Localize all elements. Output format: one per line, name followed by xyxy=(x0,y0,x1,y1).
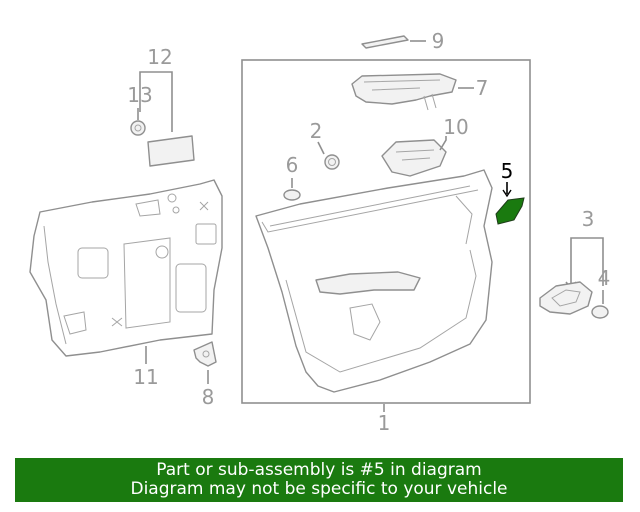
callout-13: 13 xyxy=(127,83,152,107)
callout-2: 2 xyxy=(310,119,323,143)
part-2-clip xyxy=(317,141,340,170)
part-4-cap xyxy=(591,290,609,319)
part-10-window-switch xyxy=(381,136,447,177)
part-3-inside-handle xyxy=(539,237,604,315)
banner-line-2: Diagram may not be specific to your vehi… xyxy=(130,479,508,499)
callout-6: 6 xyxy=(286,153,299,177)
parts-diagram: 1 2 3 4 5 6 7 8 9 10 11 12 13 xyxy=(29,29,611,435)
part-5-trim-insert xyxy=(495,182,525,225)
callout-5: 5 xyxy=(501,159,514,183)
part-5-highlight xyxy=(495,197,525,225)
part-6-plug xyxy=(283,178,301,201)
callout-3: 3 xyxy=(582,207,595,231)
part-12-pad xyxy=(139,71,195,167)
part-9-trim-strip xyxy=(361,35,426,49)
part-8-bracket xyxy=(193,341,217,384)
callout-7: 7 xyxy=(476,76,489,100)
callout-9: 9 xyxy=(432,29,445,53)
part-7-switch-bezel xyxy=(351,73,474,111)
part-1-door-trim-panel xyxy=(255,169,493,393)
part-11-water-deflector xyxy=(29,179,223,364)
callout-11: 11 xyxy=(133,365,158,389)
callout-10: 10 xyxy=(443,115,468,139)
callout-8: 8 xyxy=(202,385,215,409)
callout-1: 1 xyxy=(378,411,391,435)
info-banner: Part or sub-assembly is #5 in diagram Di… xyxy=(15,458,623,502)
assembly-frame xyxy=(241,59,531,404)
callout-12: 12 xyxy=(147,45,172,69)
banner-line-1: Part or sub-assembly is #5 in diagram xyxy=(156,460,482,480)
callout-4: 4 xyxy=(598,266,611,290)
part-13-fastener xyxy=(130,108,146,136)
